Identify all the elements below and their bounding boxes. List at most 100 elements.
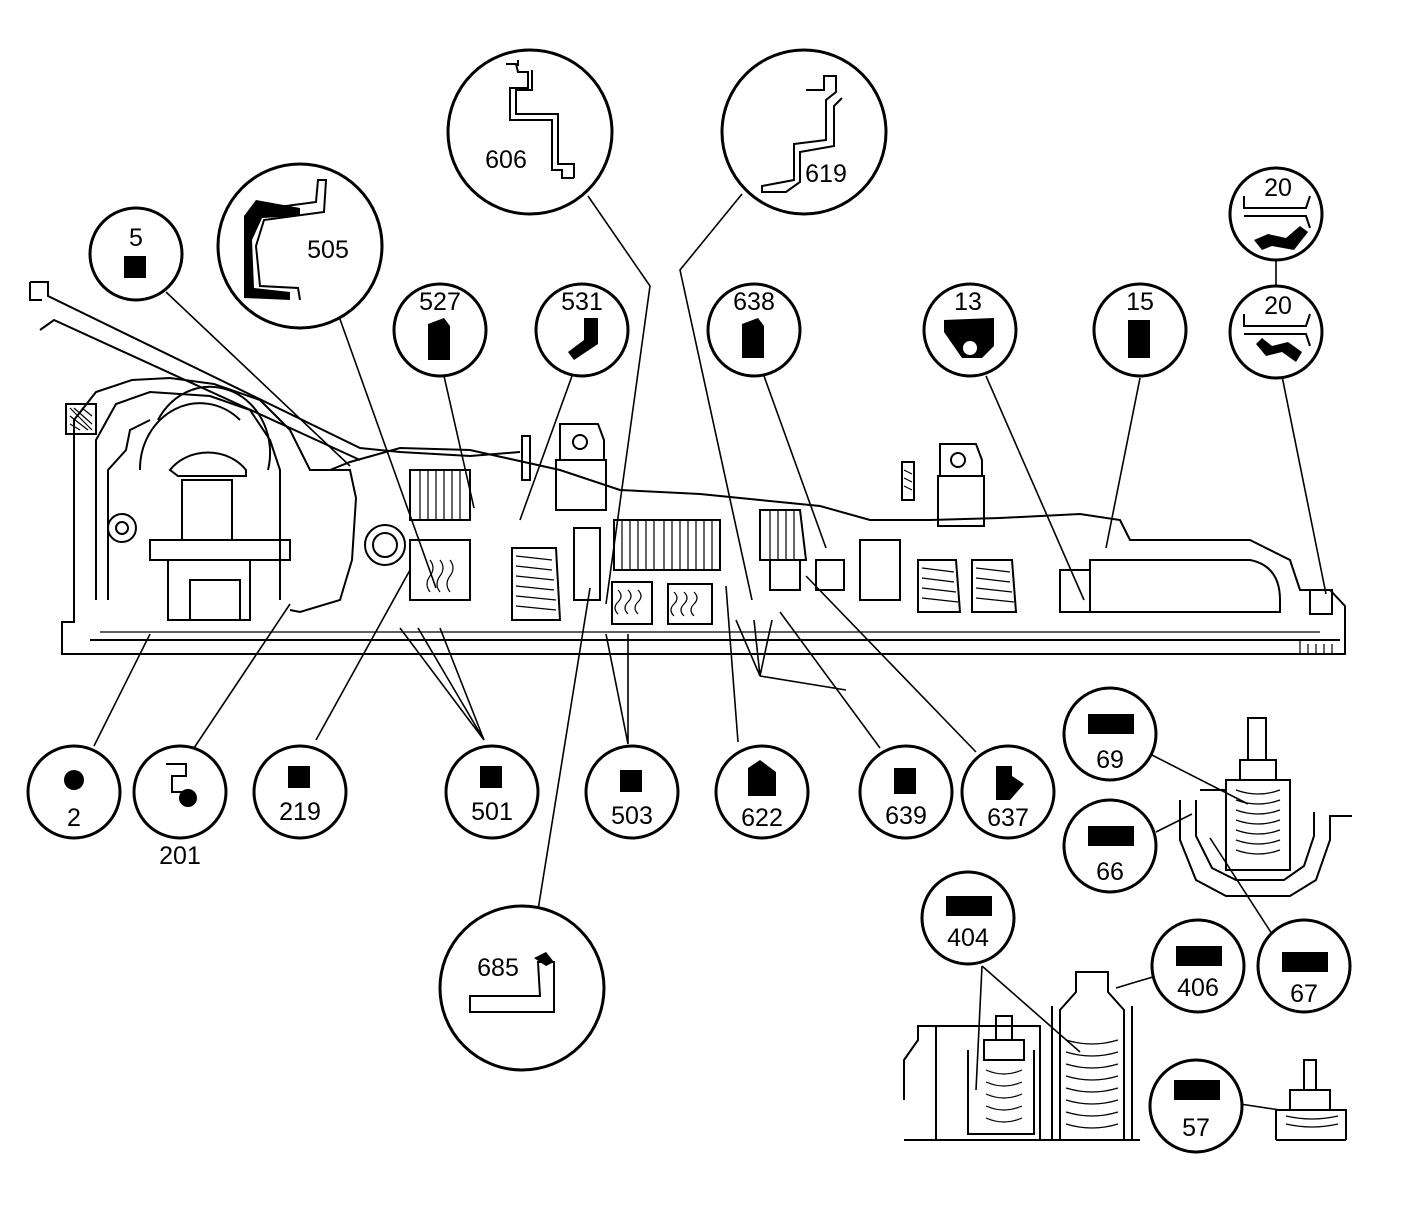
callout-label: 622 xyxy=(741,804,783,832)
wide-bar-icon xyxy=(1088,714,1134,734)
callout-label: 503 xyxy=(611,802,653,830)
callout-57: 57 xyxy=(1148,1058,1244,1154)
leader-527 xyxy=(443,375,475,509)
tall-rect-icon xyxy=(1128,320,1150,358)
callout-67: 67 xyxy=(1256,918,1352,1014)
callout-66: 66 xyxy=(1062,798,1158,894)
seal-profile-icon xyxy=(1243,313,1311,362)
callout-label: 2 xyxy=(67,804,81,832)
callout-15: 15 xyxy=(1092,282,1188,378)
cam-seal-icon xyxy=(944,318,994,358)
leader-15 xyxy=(1105,377,1141,549)
leader-201 xyxy=(193,603,291,749)
callout-219: 219 xyxy=(252,744,348,840)
lip-seal-icon xyxy=(748,760,776,796)
callout-619: 619 xyxy=(720,48,888,216)
callout-label: 15 xyxy=(1126,288,1154,316)
callout-606: 606 xyxy=(446,48,614,216)
callout-20b: 20 xyxy=(1228,284,1324,380)
leader-5 xyxy=(165,291,351,467)
leader-66 xyxy=(1155,813,1193,833)
callout-13: 13 xyxy=(922,282,1018,378)
callout-406: 406 xyxy=(1150,918,1246,1014)
callout-201 xyxy=(132,744,228,840)
hook-seal-icon xyxy=(568,318,598,360)
callout-639: 639 xyxy=(858,744,954,840)
leader-505 xyxy=(335,307,437,589)
leader-501 xyxy=(399,627,485,741)
leader-619 xyxy=(679,193,753,601)
leader-406 xyxy=(1115,975,1157,989)
dot-icon xyxy=(64,770,84,790)
leader-69 xyxy=(1145,751,1249,805)
callout-20a: 20 xyxy=(1228,166,1324,262)
callout-5: 5 xyxy=(88,206,184,302)
callout-label: 685 xyxy=(477,954,519,982)
callout-622: 622 xyxy=(714,744,810,840)
callout-label: 13 xyxy=(954,288,982,316)
callout-label: 527 xyxy=(419,288,461,316)
leader-219 xyxy=(315,569,411,741)
callout-69: 69 xyxy=(1062,686,1158,782)
seal-ball-icon xyxy=(166,763,197,807)
square-icon xyxy=(124,256,146,278)
callout-label: 606 xyxy=(485,146,527,174)
callout-404: 404 xyxy=(920,870,1016,966)
leader-622 xyxy=(725,585,739,743)
lip-seal-icon xyxy=(996,766,1024,800)
lip-seal-icon xyxy=(742,318,764,358)
callout-label: 639 xyxy=(885,802,927,830)
leader-606 xyxy=(587,195,651,605)
leader-13 xyxy=(985,375,1085,601)
callout-638: 638 xyxy=(706,282,802,378)
leader-67 xyxy=(1209,837,1273,935)
seal-profile-icon xyxy=(244,179,328,301)
lip-seal-icon xyxy=(428,318,450,360)
callout-label: 531 xyxy=(561,288,603,316)
seal-profile-icon xyxy=(506,60,575,179)
leader-57 xyxy=(1239,1103,1281,1111)
leader-404 xyxy=(975,965,1081,1091)
square-icon xyxy=(480,766,502,788)
callout-label: 57 xyxy=(1182,1114,1210,1142)
angle-seal-icon xyxy=(469,952,555,1013)
callout-label: 638 xyxy=(733,288,775,316)
callout-501: 501 xyxy=(444,744,540,840)
leader-639 xyxy=(735,611,881,749)
leader-685 xyxy=(537,587,591,911)
callout-label: 69 xyxy=(1096,746,1124,774)
square-icon xyxy=(288,766,310,788)
callout-label: 20 xyxy=(1264,174,1292,202)
transmission-cross-section xyxy=(29,281,1346,655)
leader-531 xyxy=(519,375,573,521)
callout-label: 501 xyxy=(471,798,513,826)
leader-638 xyxy=(763,375,827,549)
leader-lines xyxy=(93,193,1327,1111)
valve-spring-assembly-upper xyxy=(1179,717,1352,897)
wide-bar-icon xyxy=(1176,946,1222,966)
square-icon xyxy=(620,770,642,792)
leader-637 xyxy=(805,575,977,753)
valve-spring-assembly-lower-right xyxy=(1275,1059,1347,1141)
callout-2: 2 xyxy=(26,744,122,840)
callout-label: 67 xyxy=(1290,980,1318,1008)
callout-label: 406 xyxy=(1177,974,1219,1002)
callout-label: 66 xyxy=(1096,858,1124,886)
callout-505: 505 xyxy=(216,162,384,330)
callout-label: 637 xyxy=(987,804,1029,832)
seal-profile-icon xyxy=(1243,195,1311,250)
wide-bar-icon xyxy=(1282,952,1328,972)
square-icon xyxy=(894,768,916,794)
wide-bar-icon xyxy=(1088,826,1134,846)
callout-531: 531 xyxy=(534,282,630,378)
callout-527: 527 xyxy=(392,282,488,378)
callout-label: 619 xyxy=(805,160,847,188)
seal-profile-icon xyxy=(761,75,843,193)
callout-label: 404 xyxy=(947,924,989,952)
callout-503: 503 xyxy=(584,744,680,840)
callout-201-label: 201 xyxy=(159,842,201,870)
wide-bar-icon xyxy=(946,896,992,916)
wide-bar-icon xyxy=(1174,1080,1220,1100)
